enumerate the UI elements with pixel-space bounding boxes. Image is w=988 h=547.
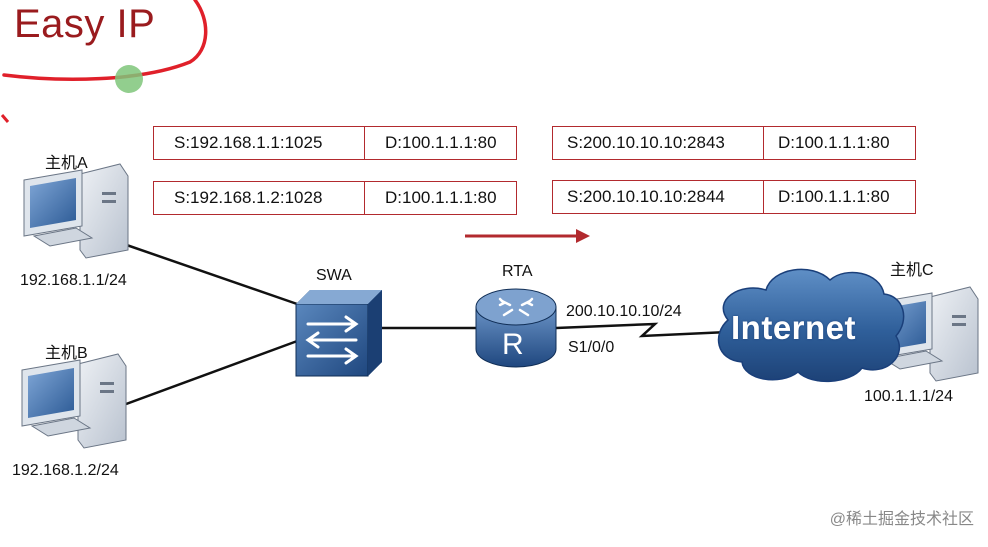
packet-source: S:192.168.1.2:1028 [174,188,323,207]
hostB-computer-icon [21,353,127,449]
packet-destination: D:100.1.1.1:80 [364,182,516,214]
router-interface-name: S1/0/0 [568,339,615,356]
packet-source: S:200.10.10.10:2843 [567,133,725,152]
router-label: RTA [502,263,533,280]
annotation-tick [0,114,10,123]
router-icon [475,288,557,368]
hostA-computer-icon [23,163,129,259]
internet-label: Internet [731,309,857,346]
packet-source: S:200.10.10.10:2844 [567,187,725,206]
switch-icon [295,290,382,377]
packet-header-before-2: S:192.168.1.2:1028 D:100.1.1.1:80 [153,181,517,215]
page-title: Easy IP [14,2,156,46]
packet-destination: D:100.1.1.1:80 [763,181,915,213]
watermark: @稀土掘金技术社区 [829,511,974,528]
hostC-ip: 100.1.1.1/24 [864,388,953,405]
hostA-label: 主机A [45,155,88,172]
cursor-highlight [115,65,143,93]
link-hostA-switch [117,240,301,307]
hostC-label: 主机C [890,262,934,279]
packet-source: S:192.168.1.1:1025 [174,133,323,152]
annotation-stroke [2,0,208,81]
packet-header-before-1: S:192.168.1.1:1025 D:100.1.1.1:80 [153,126,517,160]
router-interface-ip: 200.10.10.10/24 [566,303,682,320]
packet-header-after-1: S:200.10.10.10:2843 D:100.1.1.1:80 [552,126,916,160]
hostB-ip: 192.168.1.2/24 [12,462,119,479]
packet-destination: D:100.1.1.1:80 [364,127,516,159]
direction-arrowhead [576,229,590,243]
packet-header-after-2: S:200.10.10.10:2844 D:100.1.1.1:80 [552,180,916,214]
router-glyph: R [502,328,524,361]
hostA-ip: 192.168.1.1/24 [20,272,127,289]
link-hostB-switch [117,338,301,409]
packet-destination: D:100.1.1.1:80 [763,127,915,159]
internet-cloud-icon [717,268,905,383]
switch-label: SWA [316,267,352,284]
hostB-label: 主机B [45,345,88,362]
link-router-internet-serial [555,322,729,338]
